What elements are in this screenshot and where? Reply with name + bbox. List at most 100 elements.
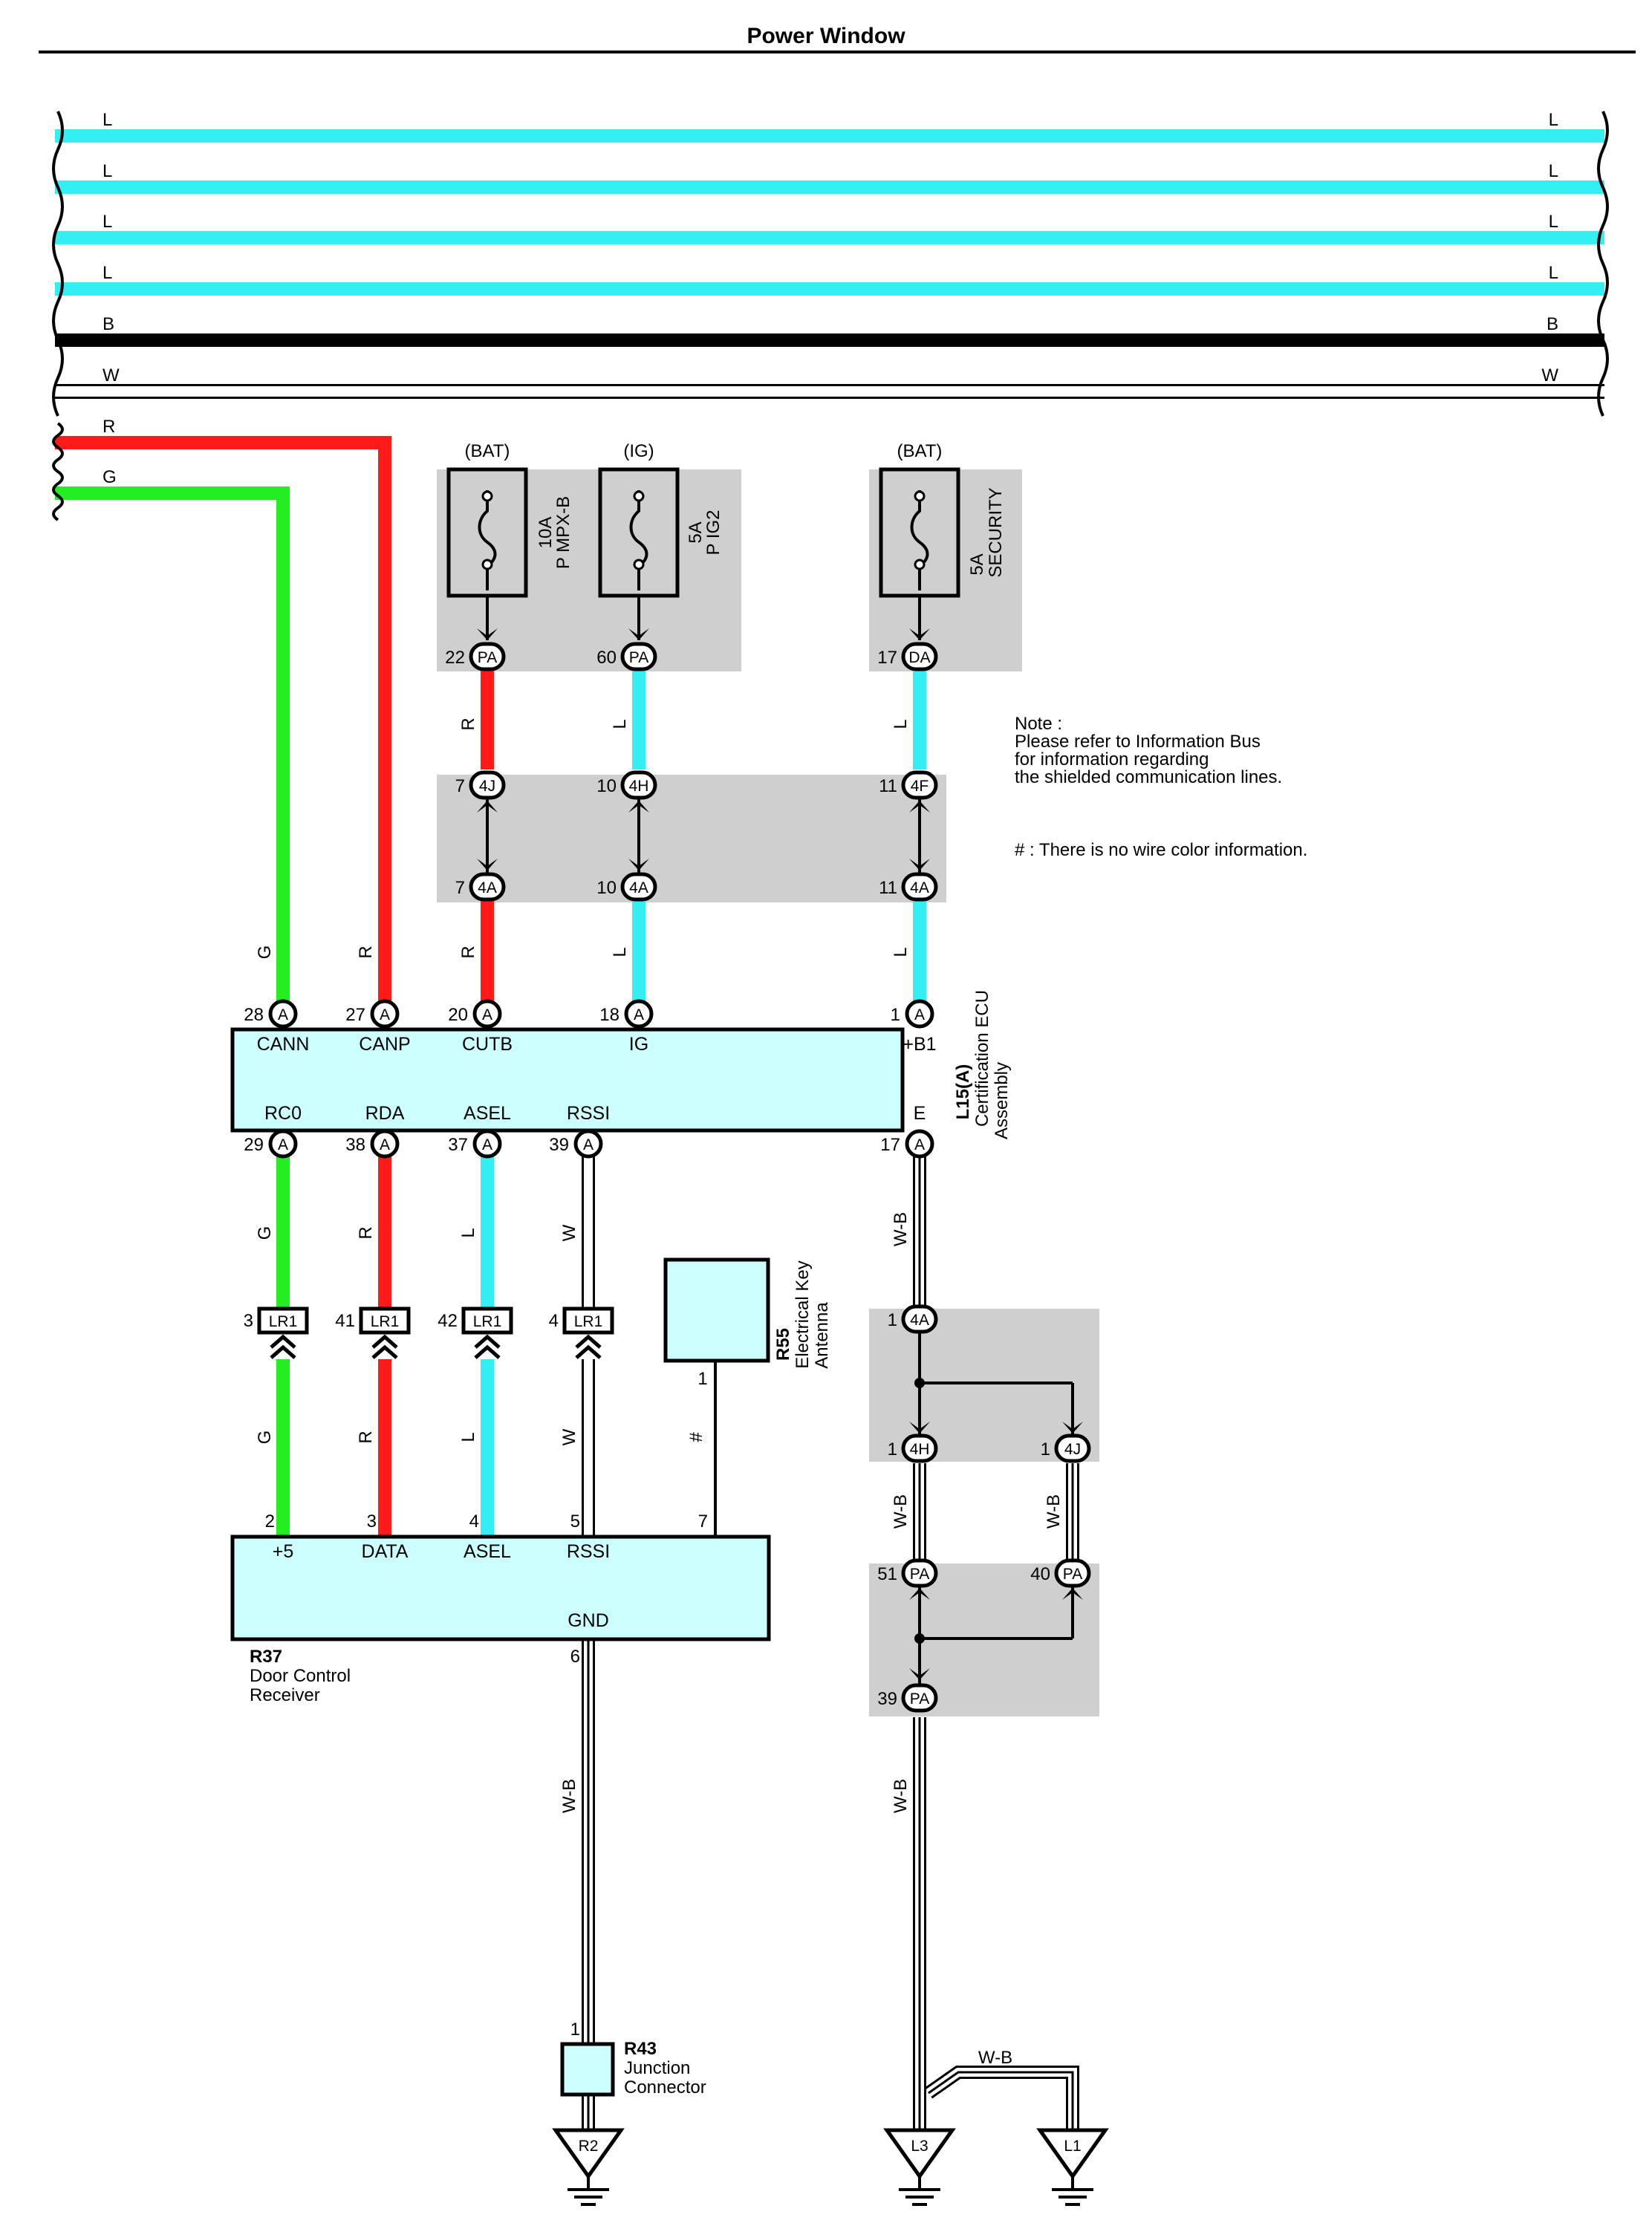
fuse-rating: 10A — [536, 517, 556, 549]
junction-connector-code: R43 — [624, 2039, 657, 2059]
ecu-bottom-pin-connector — [268, 1129, 298, 1159]
arrow-down-icon — [909, 628, 930, 640]
door-control-receiver: +5 DATA ASEL RSSI GND 2 3 4 5 7 6 R37 Do… — [230, 1511, 771, 1705]
chevron-up-icon — [270, 1334, 296, 1349]
receiver-pin-antenna: 7 — [698, 1511, 708, 1532]
junction-lower-pin: 7 — [455, 878, 465, 898]
arrow-down-icon — [909, 1422, 930, 1433]
receiver-name-line1: Door Control — [250, 1666, 351, 1686]
ecu-body — [230, 1027, 905, 1133]
fuse-pin-number: 22 — [445, 648, 465, 668]
wire-label-ig: L — [610, 947, 630, 957]
ecu-top-pin-number: 1 — [891, 1005, 900, 1025]
lr1-connector — [359, 1306, 411, 1335]
ecu-connector-letter: A — [482, 1136, 492, 1153]
arrow-down-icon — [628, 859, 649, 870]
ecu-connector-letter: A — [482, 1006, 492, 1023]
wire-label-rssi-upper: W — [559, 1224, 579, 1241]
receiver-body — [230, 1535, 771, 1641]
wire-label-cutb: R — [458, 946, 478, 958]
fuse-source-label: (BAT) — [465, 441, 510, 461]
wire-label-rda-lower: R — [356, 1431, 376, 1443]
wire-label-fuse1: R — [458, 717, 478, 730]
lr1-connector — [461, 1306, 513, 1335]
junction-connector-name-line1: Junction — [624, 2058, 690, 2078]
arrow-down-icon — [477, 859, 498, 870]
ecu-top-pin-number: 28 — [244, 1005, 264, 1025]
wire-label-rc0-upper: G — [255, 1226, 275, 1240]
bus-wire-label-right: B — [1547, 314, 1558, 334]
lr1-connector — [562, 1306, 614, 1335]
note-line-3: for information regarding — [1015, 749, 1209, 769]
junction-lower-connector-label: 4A — [629, 879, 648, 896]
wire-label-e-mid-left: W-B — [891, 1494, 911, 1529]
chevron-up-icon — [371, 1344, 398, 1359]
junction-connector-pin: 1 — [570, 2020, 580, 2040]
ground-label: R2 — [579, 2138, 599, 2155]
arrow-group — [270, 628, 1083, 1680]
fuse-terminal — [633, 490, 645, 502]
wire-ground-link — [926, 2068, 1077, 2130]
chevron-up-icon — [474, 1344, 501, 1359]
chevron-up-icon — [575, 1344, 602, 1359]
receiver-pin-asel: 4 — [469, 1511, 479, 1532]
notes: Note : Please refer to Information Bus f… — [1015, 714, 1307, 860]
junction-upper-connector — [469, 770, 506, 800]
fuse-name: P MPX-B — [553, 496, 573, 569]
bus-break-left-lower — [52, 422, 64, 521]
receiver-name-line2: Receiver — [250, 1685, 320, 1705]
ground-symbol-icon — [883, 2128, 956, 2180]
arrow-down-icon — [1062, 1422, 1083, 1433]
wire-label-fuse2: L — [610, 719, 630, 729]
ecu-bottom-pin-number: 39 — [549, 1135, 569, 1155]
ecu-terminal-rssi: RSSI — [567, 1103, 610, 1124]
wire-label-rc0-lower: G — [255, 1431, 275, 1445]
junction-dot — [914, 1633, 925, 1644]
ecu-bottom-pin-connector — [370, 1129, 400, 1159]
fuse-name: SECURITY — [986, 487, 1006, 577]
ground-group: R2 L3 L1 — [552, 2128, 1109, 2206]
wire-label-ground-link: W-B — [978, 2048, 1012, 2068]
ground-junction-connector-label: PA — [910, 1566, 929, 1583]
antenna-code: R55 — [773, 1328, 793, 1361]
ground-label: L1 — [1064, 2138, 1081, 2155]
ground-symbol-icon — [552, 2128, 625, 2180]
wire-cann — [55, 486, 290, 1014]
ecu-terminal-rda: RDA — [365, 1103, 405, 1124]
note-heading: Note : — [1015, 714, 1062, 734]
hash-note: # : There is no wire color information. — [1015, 840, 1307, 860]
ecu-terminal-ig: IG — [629, 1034, 648, 1055]
lr1-pin-number: 42 — [438, 1311, 458, 1331]
bus-wire-label-left: L — [103, 161, 112, 181]
junction-dot — [914, 1378, 925, 1388]
fuse-p-mpx-b: (BAT) 10A P MPX-B — [446, 441, 573, 598]
fuse-terminal — [914, 490, 926, 502]
ground-junction-connector-label: 4A — [910, 1312, 929, 1329]
ecu-bottom-pin-number: 17 — [880, 1135, 900, 1155]
ground-junction-pin: 40 — [1030, 1564, 1050, 1584]
ecu-connector-letter: A — [914, 1136, 925, 1153]
lr1-connector-label: LR1 — [473, 1313, 502, 1330]
ecu-code: L15(A) — [953, 1064, 973, 1120]
lr1-pin-number: 3 — [244, 1311, 253, 1331]
wire-label-antenna: # — [686, 1432, 706, 1442]
bus-wire-label-right: L — [1549, 212, 1558, 232]
junction-upper-pin: 11 — [879, 776, 897, 796]
note-line-2: Please refer to Information Bus — [1015, 732, 1261, 752]
junction-upper-connector-label: 4H — [629, 778, 649, 795]
junction-lower-pin: 10 — [596, 878, 617, 898]
ground-label: L3 — [911, 2138, 928, 2155]
ground-junction-connector — [901, 1304, 938, 1334]
junction-connector-body — [560, 2042, 615, 2097]
ecu-connector-letter: A — [634, 1006, 644, 1023]
junction-upper-connector — [620, 770, 657, 800]
fuse-connector-label: PA — [629, 649, 648, 666]
arrow-down-icon — [628, 628, 649, 640]
junction-upper-pin: 7 — [455, 776, 465, 796]
ground-junction-pin: 1 — [888, 1439, 897, 1459]
wire-group — [276, 667, 1079, 2130]
bus-wire-label-right: W — [1541, 365, 1558, 385]
ecu-top-pin-connector — [268, 999, 298, 1029]
ecu-top-pin-number: 27 — [345, 1005, 365, 1025]
